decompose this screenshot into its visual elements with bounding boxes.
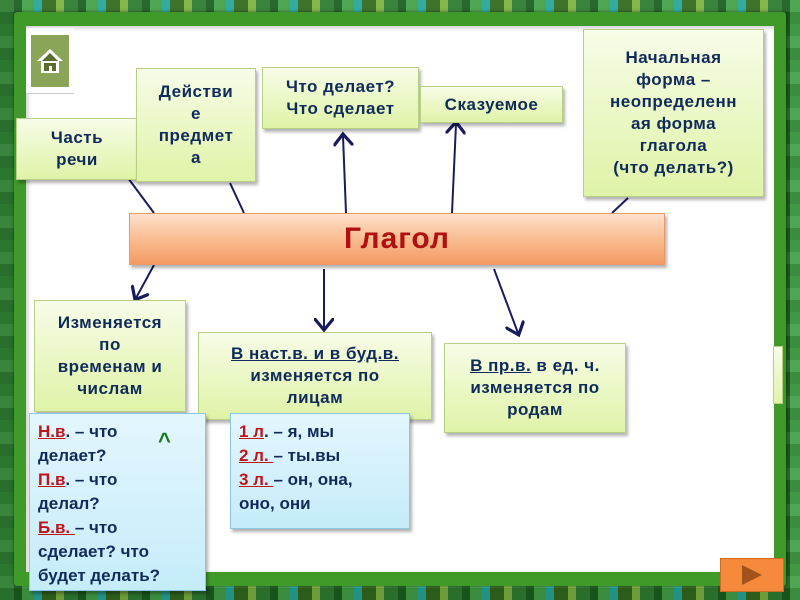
- box-text: изменяется по: [250, 366, 380, 385]
- box-text: – он, она,: [273, 470, 353, 489]
- person-label: 1 л: [239, 422, 264, 441]
- caret-mark: ^: [158, 428, 171, 453]
- home-icon: [31, 34, 69, 87]
- box-text: числам: [77, 379, 143, 398]
- underlined-text: В наст.в. и в буд.в.: [231, 344, 399, 363]
- box-text: лицам: [286, 388, 344, 407]
- box-text: временам и: [57, 357, 163, 376]
- box-persons: В наст.в. и в буд.в. изменяется по лицам: [198, 332, 432, 420]
- box-text: неопределенн: [609, 92, 738, 111]
- box-text: изменяется по: [470, 378, 600, 397]
- box-text: в ед. ч.: [531, 356, 600, 375]
- box-text: Сказуемое: [444, 94, 539, 114]
- tense-label: П.в: [38, 470, 66, 489]
- box-text: ая форма: [630, 114, 717, 133]
- page-title: Глагол: [344, 222, 450, 255]
- box-text: делал?: [38, 494, 100, 513]
- box-tense-questions: Н.в. – что делает? П.в. – что делал? Б.в…: [29, 413, 206, 591]
- box-tenses-numbers: Изменяется по временам и числам: [34, 300, 186, 412]
- box-text: . – что: [65, 422, 118, 441]
- box-part-of-speech: Часть речи: [16, 118, 138, 180]
- box-text: – что: [74, 518, 118, 537]
- box-text: . – я, мы: [263, 422, 335, 441]
- box-text: Начальная: [625, 48, 722, 67]
- box-text: Изменяется: [57, 313, 163, 332]
- box-questions: Что делает? Что сделает: [262, 67, 419, 129]
- box-text: форма –: [636, 70, 711, 89]
- box-person-pronouns: 1 л. – я, мы 2 л. – ты.вы 3 л. – он, она…: [230, 413, 410, 529]
- underlined-text: В пр.в.: [470, 356, 532, 375]
- box-text: речи: [56, 150, 98, 169]
- offscreen-box-edge: [773, 346, 783, 404]
- box-text: . – что: [65, 470, 118, 489]
- box-text: Что сделает: [286, 99, 395, 118]
- person-label: 2 л.: [239, 446, 274, 465]
- box-text: е: [191, 104, 201, 123]
- box-text: родам: [507, 400, 563, 419]
- box-action: Действи е предмет а: [136, 68, 256, 182]
- box-text: – ты.вы: [273, 446, 341, 465]
- box-text: сделает? что будет делать?: [38, 542, 161, 585]
- box-text: оно, они: [239, 494, 311, 513]
- title-bar: Глагол: [129, 213, 665, 265]
- next-slide-button[interactable]: [720, 558, 784, 592]
- box-text: глагола: [639, 136, 708, 155]
- home-button[interactable]: [26, 28, 74, 94]
- box-text: Действи: [158, 82, 234, 101]
- tense-label: Н.в: [38, 422, 66, 441]
- box-text: по: [99, 335, 121, 354]
- person-label: 3 л.: [239, 470, 274, 489]
- box-text: Что делает?: [285, 77, 396, 96]
- tense-label: Б.в.: [38, 518, 75, 537]
- box-genders: В пр.в. в ед. ч. изменяется по родам: [444, 343, 626, 433]
- box-predicate: Сказуемое: [420, 86, 563, 123]
- box-text: (что делать?): [613, 158, 734, 177]
- box-text: Часть: [50, 128, 104, 147]
- box-initial-form: Начальная форма – неопределенн ая форма …: [583, 29, 764, 197]
- box-text: а: [191, 148, 201, 167]
- box-text: предмет: [158, 126, 234, 145]
- box-text: делает?: [38, 446, 107, 465]
- play-triangle-icon: [742, 565, 762, 585]
